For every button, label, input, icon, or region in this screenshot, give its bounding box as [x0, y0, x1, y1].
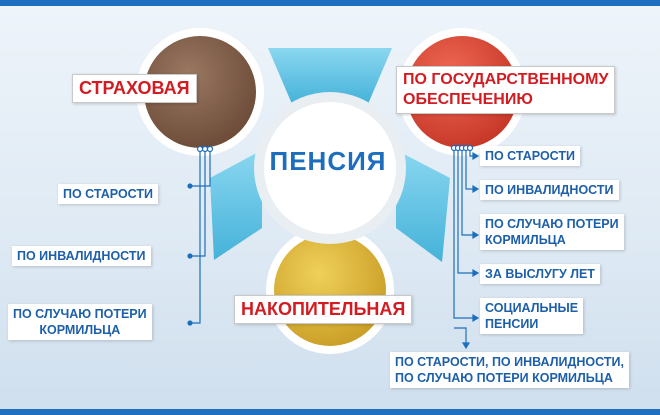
- insurance-item-survivor: ПО СЛУЧАЮ ПОТЕРИ КОРМИЛЬЦА: [8, 304, 152, 340]
- state-item-social: СОЦИАЛЬНЫЕ ПЕНСИИ: [480, 298, 584, 334]
- insurance-item-disability: ПО ИНВАЛИДНОСТИ: [12, 246, 151, 266]
- state-title: ПО ГОСУДАРСТВЕННОМУ ОБЕСПЕЧЕНИЮ: [396, 66, 616, 114]
- insurance-item-survivor-line2: КОРМИЛЬЦА: [39, 323, 121, 337]
- ribbon-top: [268, 48, 392, 104]
- top-bar: [0, 0, 660, 6]
- state-item-survivor-line2: КОРМИЛЬЦА: [485, 233, 566, 247]
- insurance-title: СТРАХОВАЯ: [72, 74, 197, 103]
- center-title: ПЕНСИЯ: [269, 146, 387, 176]
- state-social-detail: ПО СТАРОСТИ, ПО ИНВАЛИДНОСТИ, ПО СЛУЧАЮ …: [390, 352, 629, 388]
- state-connectors: [450, 144, 480, 350]
- state-title-line2: ОБЕСПЕЧЕНИЮ: [403, 91, 533, 108]
- bottom-bar: [0, 409, 660, 415]
- state-social-detail-line2: ПО СЛУЧАЮ ПОТЕРИ КОРМИЛЬЦА: [395, 371, 613, 385]
- state-social-detail-line1: ПО СТАРОСТИ, ПО ИНВАЛИДНОСТИ,: [395, 355, 624, 369]
- state-title-line1: ПО ГОСУДАРСТВЕННОМУ: [403, 71, 609, 88]
- state-item-social-line2: ПЕНСИИ: [485, 317, 539, 331]
- state-item-disability: ПО ИНВАЛИДНОСТИ: [480, 180, 619, 200]
- state-item-old-age: ПО СТАРОСТИ: [480, 146, 581, 166]
- ribbon-right: [396, 150, 450, 262]
- insurance-connectors: [187, 145, 214, 326]
- funded-title: НАКОПИТЕЛЬНАЯ: [234, 295, 413, 324]
- insurance-item-old-age: ПО СТАРОСТИ: [58, 184, 159, 204]
- insurance-item-survivor-line1: ПО СЛУЧАЮ ПОТЕРИ: [13, 307, 147, 321]
- ribbon-left: [210, 150, 262, 260]
- state-item-long-service: ЗА ВЫСЛУГУ ЛЕТ: [480, 264, 600, 284]
- state-item-survivor-line1: ПО СЛУЧАЮ ПОТЕРИ: [485, 217, 619, 231]
- state-item-survivor: ПО СЛУЧАЮ ПОТЕРИ КОРМИЛЬЦА: [480, 214, 624, 250]
- state-item-social-line1: СОЦИАЛЬНЫЕ: [485, 301, 579, 315]
